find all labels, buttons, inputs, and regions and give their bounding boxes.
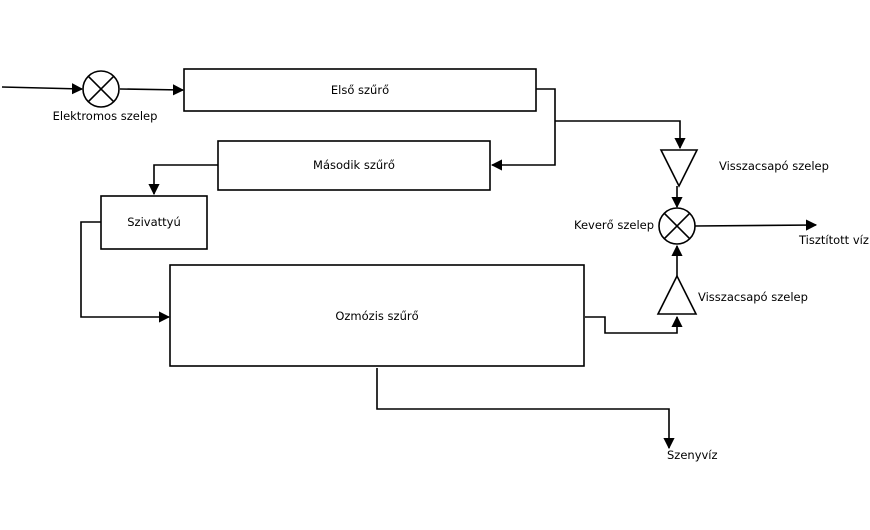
osmosis-filter-node: Ozmózis szűrő: [169, 264, 585, 367]
first-to-second-filter-arrow: [490, 88, 556, 171]
pump-node: Szivattyú: [100, 195, 208, 250]
check-valve-bottom-icon: [656, 274, 698, 315]
first-filter-label: Első szűrő: [331, 83, 389, 97]
check-valve-top-icon: [659, 149, 699, 188]
mixing-valve-label: Keverő szelep: [574, 218, 654, 232]
mixer-to-output-arrow: [694, 219, 818, 231]
second-filter-node: Második szűrő: [217, 140, 491, 191]
pump-to-osmosis-arrow: [80, 221, 171, 323]
osmosis-filter-box: [169, 264, 585, 367]
first-filter-node: Első szűrő: [183, 68, 537, 112]
electric-valve-label: Elektromos szelep: [53, 109, 158, 123]
first-filter-box: [183, 68, 537, 112]
electric-valve-icon: [82, 70, 120, 108]
inlet-arrow: [1, 83, 84, 95]
osmosis-to-check-valve-arrow: [585, 315, 683, 334]
second-filter-label: Második szűrő: [313, 158, 395, 172]
waste-water-label: Szenyvíz: [667, 448, 718, 462]
purified-water-label: Tisztított víz: [798, 233, 869, 247]
second-filter-to-pump-arrow: [148, 164, 218, 196]
osmosis-to-waste-arrow: [376, 368, 675, 450]
pump-box: [100, 195, 208, 250]
valve-to-first-filter-arrow: [119, 84, 185, 96]
second-filter-box: [217, 140, 491, 191]
first-filter-to-check-valve-arrow: [555, 120, 686, 150]
mixing-valve-icon: [658, 207, 696, 245]
connections: [1, 83, 818, 450]
pump-label: Szivattyú: [127, 215, 181, 229]
check-valve-bottom-label: Visszacsapó szelep: [698, 290, 808, 304]
check-valve-top-label: Visszacsapó szelep: [719, 159, 829, 173]
osmosis-filter-label: Ozmózis szűrő: [335, 309, 418, 323]
